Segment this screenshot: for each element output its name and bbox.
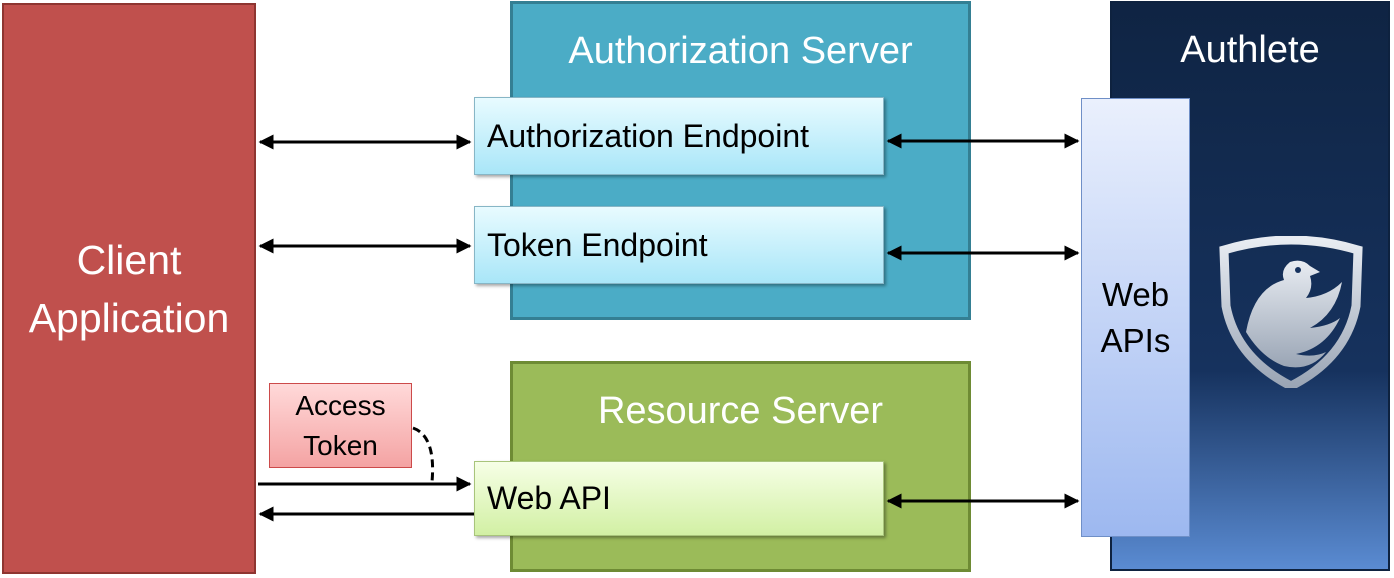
resource-server-title: Resource Server	[597, 390, 884, 432]
client-application-box: Client Application	[2, 3, 256, 574]
authlete-web-apis-box: Web APIs	[1081, 98, 1190, 537]
eagle-shield-icon	[1219, 236, 1363, 388]
client-label-line1: Client	[76, 236, 182, 283]
access-token-line1: Access	[295, 389, 386, 421]
web-apis-line2: APIs	[1100, 321, 1171, 359]
client-label-line2: Application	[28, 294, 230, 341]
access-token-box: Access Token	[269, 383, 412, 468]
web-apis-label: Web APIs	[1101, 272, 1171, 364]
authorization-server-title: Authorization Server	[568, 30, 913, 72]
client-application-label: Client Application	[4, 231, 254, 347]
access-token-connector	[412, 426, 435, 483]
access-token-line2: Token	[303, 429, 378, 461]
authlete-title: Authlete	[1180, 29, 1320, 71]
access-token-label: Access Token	[295, 386, 385, 466]
token-endpoint: Token Endpoint	[474, 206, 884, 284]
authorization-endpoint: Authorization Endpoint	[474, 97, 884, 175]
web-apis-line1: Web	[1101, 275, 1170, 313]
resource-web-api: Web API	[474, 461, 884, 536]
